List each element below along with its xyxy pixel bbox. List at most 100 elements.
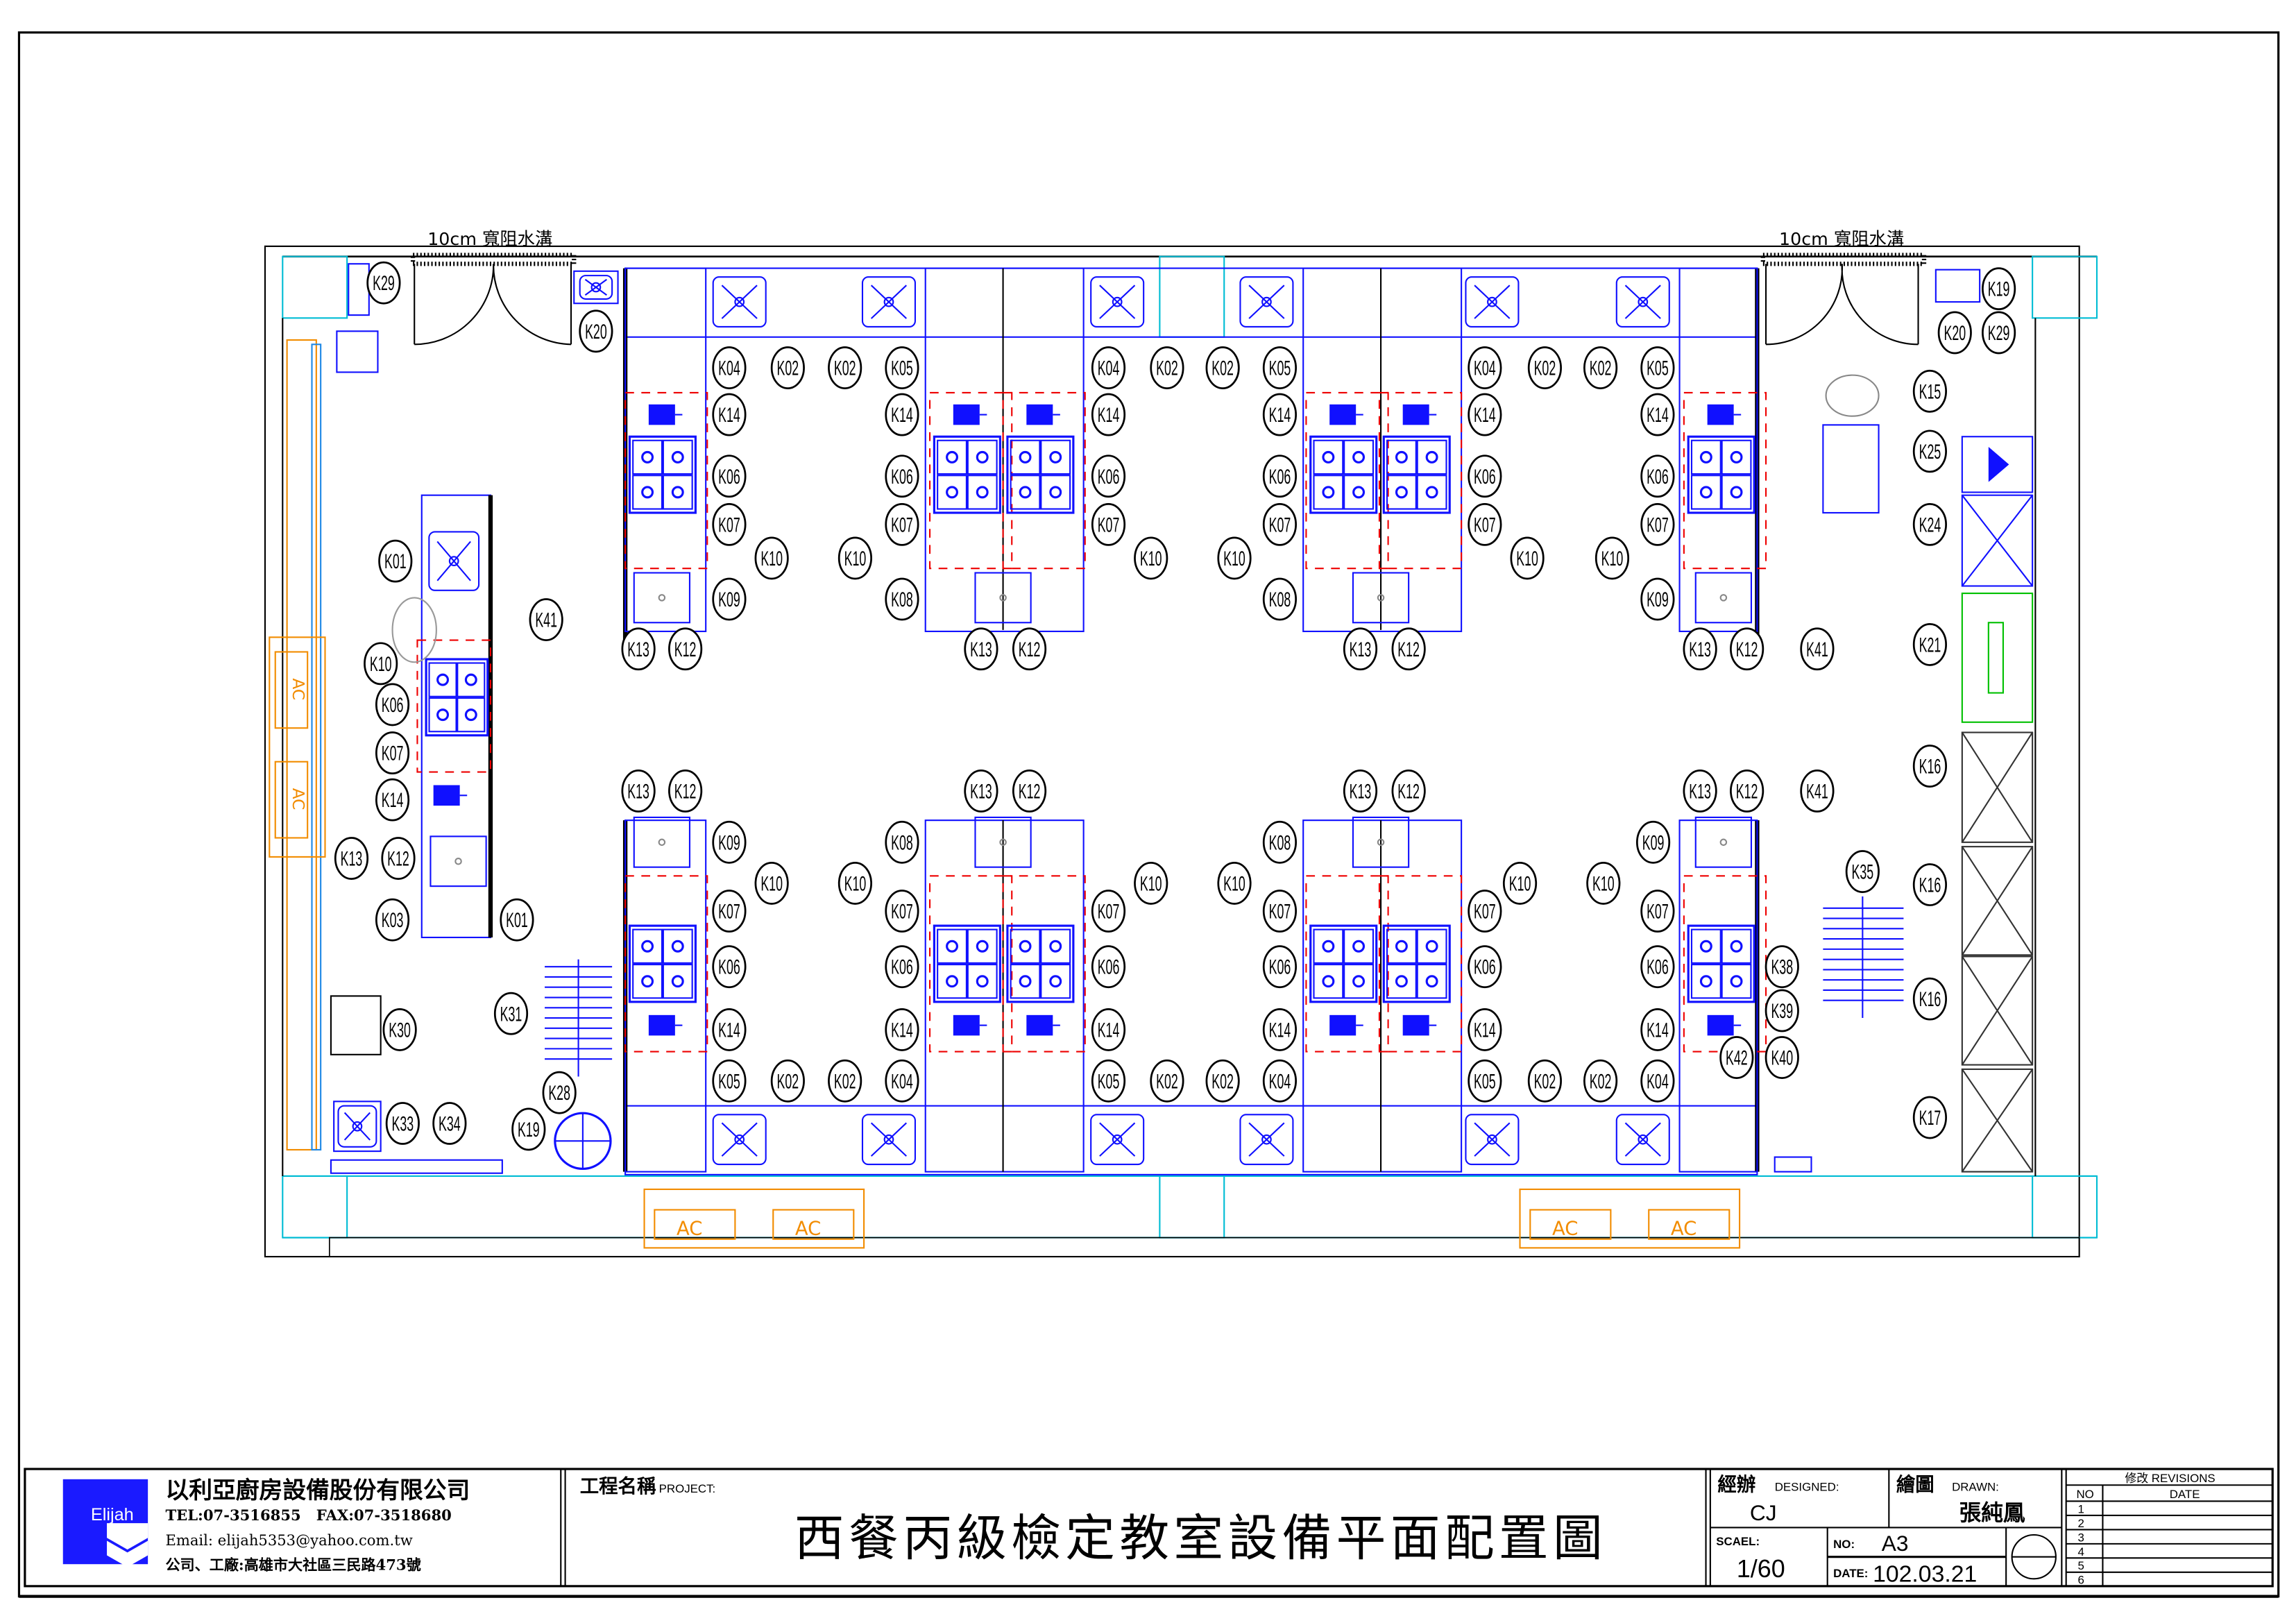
equipment-tag: K07 — [1262, 890, 1298, 933]
station-bench — [924, 267, 1085, 632]
tag-bubble — [1262, 577, 1298, 621]
burner-grate — [1010, 475, 1041, 510]
door-left[interactable] — [414, 264, 572, 346]
equipment-tag: K29 — [1982, 311, 2016, 355]
tag-bubble — [964, 627, 998, 671]
left-cabinet — [330, 995, 382, 1055]
back-counter — [624, 267, 1758, 338]
revision-row-number: 2 — [2078, 1517, 2084, 1530]
burner-grate — [457, 697, 486, 733]
tag-bubble — [375, 683, 410, 726]
burner-icon — [671, 486, 684, 499]
equipment-tag: K09 — [1640, 577, 1675, 621]
equipment-tag: K14 — [1640, 393, 1675, 436]
burner-icon — [436, 708, 450, 722]
k21-inner — [1987, 622, 2004, 694]
tag-bubble — [1640, 346, 1675, 389]
tag-label: K06 — [1474, 956, 1496, 979]
tag-label: K35 — [1852, 861, 1874, 884]
sink-drain-icon — [870, 1122, 908, 1157]
burner-icon — [976, 450, 989, 464]
burner-icon — [1395, 486, 1408, 499]
equipment-tag: K12 — [1391, 770, 1426, 813]
equipment-tag: K04 — [885, 1059, 919, 1103]
logo-text: Elijah — [91, 1505, 134, 1524]
equipment-tag: K06 — [885, 945, 919, 989]
sink-drain-icon — [1099, 284, 1136, 319]
burner-grate — [1690, 928, 1721, 964]
tag-bubble — [1343, 627, 1378, 671]
sink — [712, 276, 767, 328]
tag-bubble — [668, 627, 703, 671]
tag-bubble — [1150, 1059, 1184, 1103]
sink — [1090, 276, 1145, 328]
tag-label: K41 — [1806, 638, 1828, 661]
ac-box — [772, 1209, 855, 1240]
equipment-tag: K41 — [1800, 627, 1835, 671]
equipment-tag: K41 — [529, 598, 563, 641]
tag-label: K10 — [760, 872, 783, 895]
tag-bubble — [885, 890, 919, 933]
equipment-tag: K02 — [1527, 1059, 1562, 1103]
door-right[interactable] — [1765, 264, 1919, 346]
tag-label: K12 — [1736, 638, 1758, 661]
tag-bubble — [1845, 850, 1880, 893]
tag-bubble — [712, 890, 747, 933]
tag-label: K10 — [1516, 547, 1538, 570]
tag-label: K09 — [1642, 831, 1665, 854]
prep-sink — [1694, 816, 1753, 868]
station-bench — [624, 267, 707, 632]
tag-label: K28 — [548, 1082, 570, 1105]
tag-label: K04 — [1269, 1070, 1291, 1093]
burner-icon — [1322, 450, 1335, 464]
tag-bubble — [1091, 1059, 1126, 1103]
burner-icon — [641, 486, 654, 499]
equipment-tag: K06 — [1468, 454, 1502, 498]
equipment-tag: K10 — [1510, 536, 1545, 580]
tag-bubble — [1134, 536, 1168, 580]
griddle — [953, 1014, 980, 1036]
tag-label: K30 — [389, 1019, 411, 1042]
tag-bubble — [1640, 1059, 1675, 1103]
tag-label: K02 — [834, 357, 856, 380]
equipment-tag: K04 — [712, 346, 747, 389]
tag-label: K08 — [1269, 831, 1291, 854]
equipment-tag: K04 — [1468, 346, 1502, 389]
tag-label: K20 — [1944, 322, 1966, 345]
tag-label: K06 — [1098, 956, 1120, 979]
tag-label: K12 — [1019, 781, 1041, 804]
tag-bubble — [1912, 369, 1948, 413]
tag-bubble — [885, 1008, 919, 1051]
burner-grate — [937, 439, 967, 475]
tag-label: K10 — [1223, 547, 1245, 570]
drawn-value: 張純鳳 — [1959, 1500, 2025, 1526]
griddle — [1402, 404, 1429, 425]
tag-bubble — [1091, 890, 1126, 933]
equipment-tag: K13 — [1343, 770, 1378, 813]
equipment-tag: K15 — [1912, 369, 1948, 413]
sink — [337, 1105, 377, 1148]
equipment-tag: K13 — [621, 770, 656, 813]
tag-bubble — [1468, 454, 1502, 498]
tag-label: K10 — [844, 547, 867, 570]
stove-range — [425, 658, 489, 737]
tag-bubble — [1468, 890, 1502, 933]
burner-icon — [976, 940, 989, 953]
tag-bubble — [712, 1059, 747, 1103]
company-email: Email: elijah5353@yahoo.com.tw — [165, 1531, 412, 1549]
tag-label: K14 — [1474, 1019, 1496, 1042]
tag-label: K01 — [506, 909, 528, 932]
tag-bubble — [1527, 1059, 1562, 1103]
equipment-tag: K13 — [964, 627, 998, 671]
exhaust-hood-outline — [1305, 391, 1389, 570]
tag-bubble — [579, 309, 613, 353]
tag-label: K02 — [1590, 1070, 1612, 1093]
sink-drain-icon — [1624, 284, 1661, 319]
burner-icon — [1425, 486, 1438, 499]
tag-bubble — [1510, 536, 1545, 580]
tag-bubble — [1640, 945, 1675, 989]
exhaust-hood-outline — [416, 639, 492, 773]
tag-bubble — [364, 642, 398, 686]
tag-label: K07 — [382, 742, 404, 765]
tag-label: K15 — [1919, 380, 1941, 403]
